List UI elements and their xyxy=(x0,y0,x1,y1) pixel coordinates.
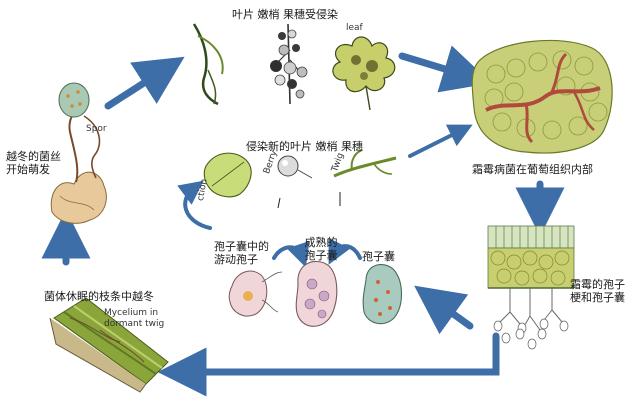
infected-tissue-illustration xyxy=(471,39,613,154)
leaf-label: leaf xyxy=(346,23,363,33)
arrow-reinfection xyxy=(408,124,473,158)
infected-organs-label: 叶片 嫩梢 果穗受侵染 xyxy=(232,8,338,21)
arrow-bottom-return xyxy=(157,332,500,397)
sporangia-illustration xyxy=(228,260,403,327)
arrow-curve-to-new-leaf xyxy=(177,180,212,230)
mature-sporangium-label: 成熟的 孢子囊 xyxy=(304,236,338,263)
arrow-sprout-to-infection xyxy=(104,56,185,110)
mildew-in-tissue-label: 霜霉病菌在葡萄组织内部 xyxy=(472,163,593,176)
arrow-curve-mature xyxy=(272,240,310,268)
sporangium-label: 孢子囊 xyxy=(362,250,395,263)
new-leaf-icon xyxy=(203,152,252,198)
infected-leaf-icon xyxy=(332,36,396,93)
arrow-infection-to-tissue xyxy=(398,45,492,93)
cycle-arrows xyxy=(41,45,565,397)
overwinter-mycelium-label: 越冬的菌丝 开始萌发 xyxy=(6,150,61,177)
spor-label: Spor xyxy=(86,124,107,134)
mature-sporangium-icon xyxy=(295,260,338,327)
germinating-spore-illustration xyxy=(50,82,107,224)
reinfection-illustration xyxy=(203,149,397,209)
mycelium-dormant-twig-label: Mycelium in dormant twig xyxy=(104,308,165,329)
arrow-curve-sporangium xyxy=(328,237,362,265)
infected-organs-illustration xyxy=(192,23,396,111)
leaf-section-illustration xyxy=(487,225,575,350)
dormant-twig-label: 菌体休眠的枝条中越冬 xyxy=(44,290,154,303)
sporangium-drop-icon xyxy=(58,82,90,118)
sporangiophore-label: 霜霉的孢子 梗和孢子囊 xyxy=(570,278,625,305)
sporangium-icon xyxy=(362,264,403,325)
infect-new-label: 侵染新的叶片 嫩梢 果穗 xyxy=(246,140,363,153)
arrow-sporangia-left xyxy=(414,285,474,335)
zoospores-label: 孢子囊中的 游动孢子 xyxy=(214,240,269,267)
dormant-twig-illustration xyxy=(49,297,169,393)
berry-icon xyxy=(277,155,299,177)
